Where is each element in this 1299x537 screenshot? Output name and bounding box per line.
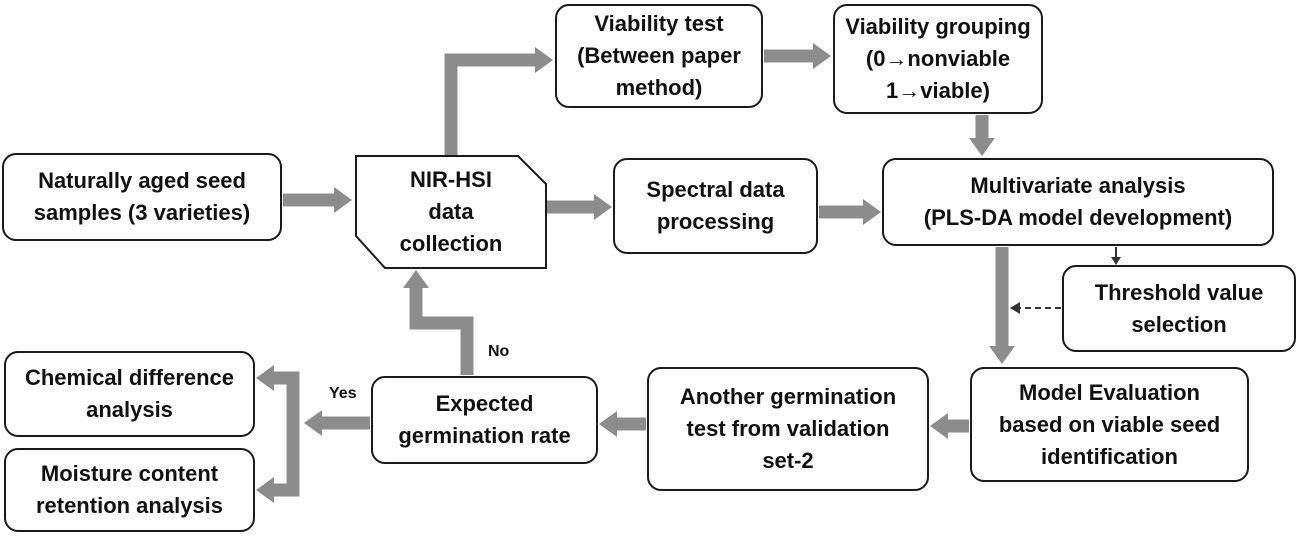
node-nir-hsi-line-1: NIR-HSI <box>410 167 492 192</box>
arrow-multivariate-to-evaluation-head <box>989 346 1015 364</box>
arrow-yes-to-moisture-shaft <box>274 470 300 497</box>
edge-label-no: No <box>488 343 510 360</box>
node-germination-test: Another germination test from validation… <box>647 367 929 491</box>
arrow-nir-to-spectral-head <box>594 194 612 220</box>
arrow-expected-to-yes-trunk-head <box>304 410 322 436</box>
node-viability-grouping: Viability grouping (0→nonviable 1→viable… <box>833 4 1043 114</box>
node-multivariate: Multivariate analysis (PLS-DA model deve… <box>882 158 1274 246</box>
arrow-spectral-to-multivariate-head <box>863 199 881 225</box>
node-viability-grouping-line-3: 1→viable) <box>886 78 990 103</box>
arrow-germination-to-expected-head <box>599 411 617 437</box>
node-spectral-processing-line-1: Spectral data <box>646 177 785 202</box>
node-viability-test-line-2: (Between paper <box>577 43 741 68</box>
node-germination-test-line-2: test from validation <box>686 416 890 441</box>
arrow-viability-to-grouping-head <box>813 43 831 69</box>
arrow-evaluation-to-germination-head <box>930 413 948 439</box>
arrow-expected-to-nir-no-shaft <box>409 288 474 375</box>
node-germination-test-line-3: set-2 <box>762 448 814 473</box>
node-viability-test-line-3: method) <box>615 75 703 100</box>
node-spectral-processing: Spectral data processing <box>613 158 818 254</box>
node-threshold-line-1: Threshold value <box>1094 279 1264 305</box>
node-viability-grouping-line-1: Viability grouping <box>845 14 1031 39</box>
node-chemical-line-1: Chemical difference <box>24 365 235 390</box>
node-viability-test-line-1: Viability test <box>594 11 724 36</box>
arrow-yes-to-chemical-shaft <box>274 371 300 470</box>
node-threshold: Threshold value selection <box>1062 265 1296 352</box>
node-expected-rate-line-2: germination rate <box>398 423 571 448</box>
node-seed-samples-line-1: Naturally aged seed <box>38 168 246 193</box>
node-moisture: Moisture content retention analysis <box>4 448 255 532</box>
arrow-expected-to-nir-no-head <box>403 270 429 288</box>
node-chemical-line-2: analysis <box>86 397 173 422</box>
node-model-evaluation-line-3: identification <box>1041 443 1178 469</box>
node-seed-samples-line-2: samples (3 varieties) <box>33 200 251 225</box>
arrow-grouping-to-multivariate-head <box>969 138 995 156</box>
arrow-nir-to-viability-shaft <box>444 53 535 156</box>
node-chemical: Chemical difference analysis <box>4 351 255 437</box>
edge-label-yes: Yes <box>329 385 357 402</box>
arrow-yes-to-chemical-head <box>256 365 274 391</box>
node-model-evaluation-line-2: based on viable seed <box>998 411 1221 437</box>
arrow-multivariate-to-threshold-head <box>1111 257 1121 265</box>
node-expected-rate: Expected germination rate <box>371 376 598 464</box>
node-expected-rate-line-1: Expected <box>435 391 534 416</box>
node-model-evaluation-line-1: Model Evaluation <box>1019 379 1200 405</box>
node-viability-grouping-line-2: (0→nonviable <box>865 46 1011 71</box>
arrow-threshold-dashed-head <box>1010 302 1020 314</box>
arrow-layer <box>256 43 1121 503</box>
arrow-nir-to-viability-head <box>535 47 553 73</box>
node-nir-hsi-line-2: data <box>428 199 474 224</box>
node-nir-hsi: NIR-HSI data collection <box>356 156 546 268</box>
arrow-yes-to-moisture-head <box>256 477 274 503</box>
node-spectral-processing-line-2: processing <box>656 209 775 234</box>
node-viability-test: Viability test (Between paper method) <box>555 4 763 108</box>
node-threshold-line-2: selection <box>1131 311 1227 337</box>
node-multivariate-line-1: Multivariate analysis <box>970 173 1186 198</box>
node-seed-samples: Naturally aged seed samples (3 varieties… <box>2 153 282 241</box>
arrow-seed-to-nir-head <box>334 187 352 213</box>
node-moisture-line-2: retention analysis <box>35 493 224 518</box>
node-moisture-line-1: Moisture content <box>40 461 219 486</box>
node-model-evaluation: Model Evaluation based on viable seed id… <box>970 367 1249 482</box>
node-nir-hsi-line-3: collection <box>399 231 503 256</box>
node-multivariate-line-2: (PLS-DA model development) <box>923 205 1233 230</box>
node-germination-test-line-1: Another germination <box>679 384 897 409</box>
